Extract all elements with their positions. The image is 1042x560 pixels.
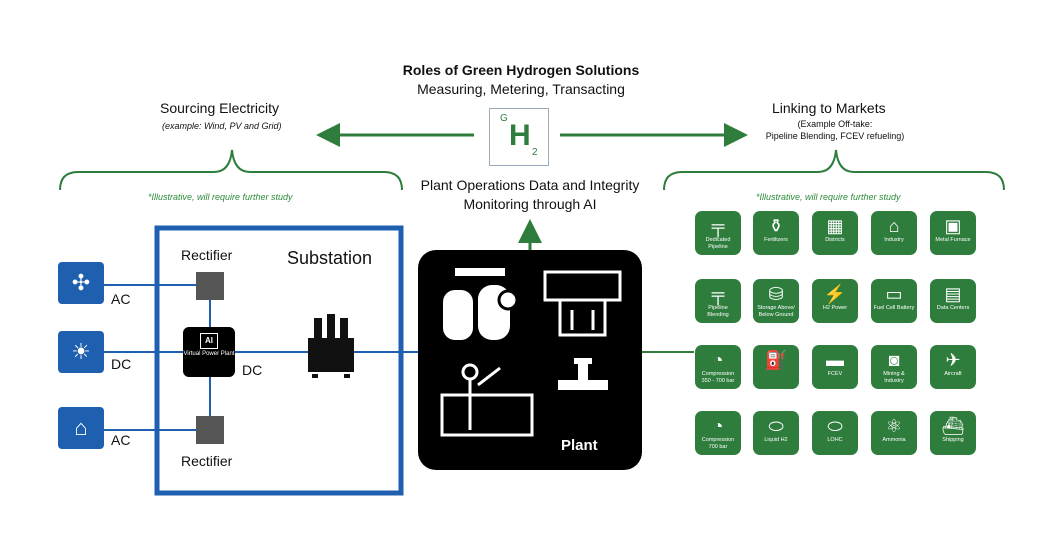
virtual-power-plant: AI Virtual Power Plant: [183, 327, 235, 377]
lohc-tank-icon: ⬭: [827, 416, 843, 436]
substation-title: Substation: [287, 248, 373, 268]
market-tile-label: Compression 350 - 700 bar: [701, 371, 735, 384]
market-tile: ╤Pipeline Blending: [695, 279, 741, 323]
market-tile-label: Industry: [884, 237, 904, 243]
market-tile: ⚡H2 Power: [812, 279, 858, 323]
market-tile-label: Shipping: [942, 437, 964, 443]
market-tile-label: Fuel Cell Battery: [873, 305, 915, 311]
market-tile-label: H2 Power: [822, 305, 848, 311]
main-subtitle: Measuring, Metering, Transacting: [417, 81, 625, 97]
market-tile: ◔Compression 350 - 700 bar: [695, 345, 741, 389]
market-tile-label: Storage Above/ Below Ground: [757, 305, 795, 318]
source-label-ac-top: AC: [111, 291, 131, 307]
market-tile-label: Metal Furnace: [935, 237, 971, 243]
electrolyzer-icon: [543, 270, 622, 337]
truck-icon: ▬: [826, 350, 844, 370]
market-tile: ⛽: [753, 345, 799, 389]
operator-icon: [440, 363, 534, 437]
market-tile: ▭Fuel Cell Battery: [871, 279, 917, 323]
fertilizer-icon: ⚱: [768, 216, 784, 236]
market-tile-label: Data Centers: [936, 305, 970, 311]
h2-power-icon: ⚡: [823, 284, 847, 304]
data-center-icon: ▤: [944, 284, 962, 304]
market-tile-label: Compression 700 bar: [701, 437, 735, 450]
rectifier-bottom: [196, 416, 224, 444]
market-tile: ⬭LOHC: [812, 411, 858, 455]
source-label-dc: DC: [111, 356, 132, 372]
operations-text: Plant Operations Data and Integrity Moni…: [420, 177, 640, 212]
logo-g: G: [500, 113, 508, 124]
source-label-ac-bottom: AC: [111, 432, 131, 448]
market-tile-label: Liquid H2: [764, 437, 788, 443]
market-tile-label: Dedicated Pipeline: [705, 237, 731, 250]
market-tile: ⌂Industry: [871, 211, 917, 255]
fuel-cell-icon: ▭: [885, 284, 903, 304]
plant-label: Plant: [561, 437, 598, 454]
market-tile-label: Fertilizers: [764, 237, 788, 243]
market-tile: ▤Data Centers: [930, 279, 976, 323]
transformer-icon: [308, 314, 354, 378]
main-title: Roles of Green Hydrogen Solutions: [402, 62, 640, 78]
market-tile: ⚱Fertilizers: [753, 211, 799, 255]
pipe-valve-icon: [558, 358, 608, 390]
dc-label: DC: [242, 362, 263, 378]
rectifier-top-label: Rectifier: [181, 247, 233, 263]
market-tile: ⛁Storage Above/ Below Ground: [753, 279, 799, 323]
liquid-h2-tank-icon: ⬭: [768, 416, 784, 436]
pipeline-blending-icon: ╤: [711, 284, 725, 304]
industry-icon: ⌂: [888, 216, 900, 236]
substation-box: [154, 225, 404, 496]
sourcing-brace: [59, 149, 403, 191]
pipeline-icon: ╤: [711, 216, 725, 236]
fueling-station-icon: ⛽: [764, 350, 788, 370]
compression-gauge-icon: ◔: [712, 350, 724, 370]
furnace-icon: ▣: [944, 216, 962, 236]
mining-truck-icon: ◙: [888, 350, 900, 370]
logo-h: H: [509, 119, 531, 152]
districts-icon: ▦: [826, 216, 844, 236]
vpp-label: Virtual Power Plant: [183, 351, 235, 357]
plant-box: [418, 250, 642, 470]
storage-icon: ⛁: [768, 284, 784, 304]
wind-turbine-icon: ✣: [58, 262, 104, 304]
logo-two: 2: [532, 147, 538, 158]
rectifier-top: [196, 272, 224, 300]
linking-brace: [663, 149, 1005, 191]
plant-tanks-icon: [443, 268, 519, 340]
market-tile-label: Ammonia: [882, 437, 906, 443]
sourcing-illustrative-note: *Illustrative, will require further stud…: [148, 192, 293, 202]
market-tile-label: Pipeline Blending: [707, 305, 729, 318]
market-tile-label: LOHC: [827, 437, 843, 443]
market-tile: ⬭Liquid H2: [753, 411, 799, 455]
linking-subtitle-2: Pipeline Blending, FCEV refueling): [765, 131, 905, 141]
market-tile: ◙Mining & Industry: [871, 345, 917, 389]
grid-tower-icon: ⌂: [58, 407, 104, 449]
gauge-icon: ◔: [712, 416, 724, 436]
solar-panel-icon: ☀: [58, 331, 104, 373]
market-tile: ▦Districts: [812, 211, 858, 255]
sourcing-subtitle: (example: Wind, PV and Grid): [162, 121, 282, 131]
ammonia-molecule-icon: ⚛: [885, 416, 903, 436]
market-tile-label: FCEV: [827, 371, 843, 377]
linking-title: Linking to Markets: [772, 100, 886, 116]
market-tile: ⚛Ammonia: [871, 411, 917, 455]
sourcing-title: Sourcing Electricity: [160, 100, 280, 116]
market-tile: ✈Aircraft: [930, 345, 976, 389]
aircraft-icon: ✈: [945, 350, 961, 370]
linking-subtitle-1: (Example Off-take:: [797, 119, 873, 129]
market-tile-label: Aircraft: [944, 371, 962, 377]
market-tile: ▣Metal Furnace: [930, 211, 976, 255]
market-tile-label: Mining & Industry: [883, 371, 905, 384]
h2-logo: G H 2: [489, 108, 549, 166]
market-tile: ▬FCEV: [812, 345, 858, 389]
market-tile: ╤Dedicated Pipeline: [695, 211, 741, 255]
market-tile-label: Districts: [825, 237, 845, 243]
ai-chip-icon: AI: [200, 333, 218, 349]
market-tile: ⛴Shipping: [930, 411, 976, 455]
linking-illustrative-note: *Illustrative, will require further stud…: [756, 192, 901, 202]
rectifier-bottom-label: Rectifier: [181, 453, 233, 469]
market-tile: ◔Compression 700 bar: [695, 411, 741, 455]
ship-icon: ⛴: [941, 416, 965, 436]
